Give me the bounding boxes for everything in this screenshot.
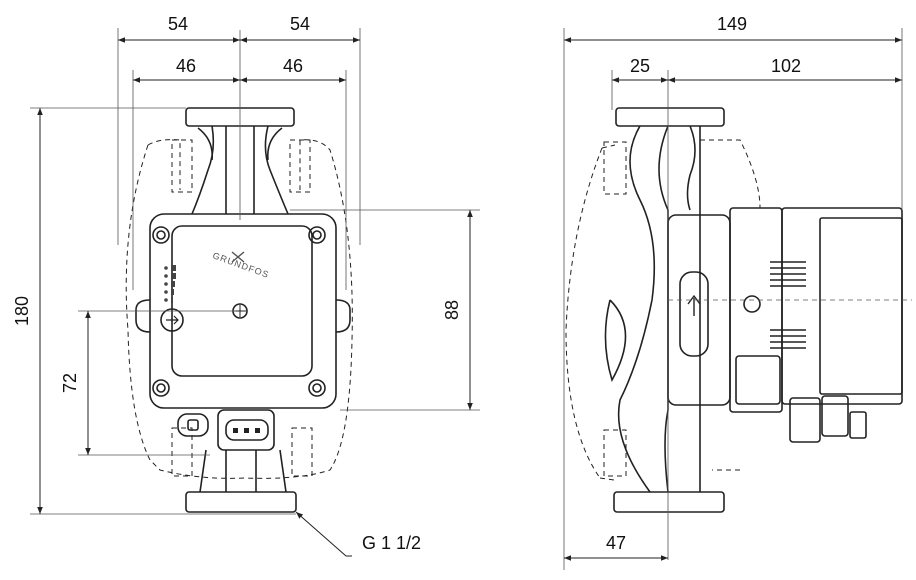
front-control-panel	[171, 225, 313, 377]
front-power-connector	[217, 409, 275, 451]
front-ghost-tab-left	[171, 139, 193, 193]
front-bottom-flange	[185, 491, 297, 513]
front-ghost-outline	[125, 139, 353, 479]
dim-label-180: 180	[12, 296, 32, 326]
dim-label-47: 47	[606, 533, 626, 553]
side-inlet-curve	[604, 299, 627, 383]
front-small-connector	[177, 413, 209, 437]
front-led-column	[164, 265, 176, 303]
side-top-flange	[615, 107, 725, 127]
dim-label-46-left: 46	[176, 56, 196, 76]
thread-leader	[295, 511, 352, 557]
dim-label-149: 149	[717, 14, 747, 34]
side-cooling-fins	[770, 261, 806, 349]
dim-label-88: 88	[442, 300, 462, 320]
dim-label-46-right: 46	[283, 56, 303, 76]
front-bolt-bottom-left	[152, 379, 170, 397]
side-view: 149 25 102 47	[563, 14, 912, 570]
dim-label-102: 102	[771, 56, 801, 76]
front-bolt-top-left	[152, 226, 170, 244]
front-bolt-bottom-right	[308, 379, 326, 397]
side-ghost-tab-bottom	[603, 429, 627, 477]
side-knob	[743, 295, 761, 313]
front-bottom-neck	[199, 449, 287, 493]
side-ghost-outline	[565, 139, 761, 481]
side-motor-rear	[781, 207, 903, 405]
dim-label-54-left: 54	[168, 14, 188, 34]
thread-label: G 1 1/2	[362, 533, 421, 553]
front-ghost-tab-left-bottom	[171, 427, 193, 477]
side-flow-arrow	[679, 271, 709, 357]
side-ghost-tab-top	[603, 141, 627, 195]
side-bottom-flange	[613, 491, 725, 513]
front-top-neck	[191, 125, 289, 215]
side-motor-end	[819, 217, 903, 395]
dim-label-72: 72	[60, 373, 80, 393]
dim-label-25: 25	[630, 56, 650, 76]
side-motor-front	[667, 214, 731, 406]
side-pump-body	[617, 125, 701, 493]
front-ghost-tab-right-bottom	[291, 427, 313, 477]
side-connector-cluster	[735, 355, 867, 443]
front-left-bulge	[135, 299, 151, 333]
front-top-neck-inner	[197, 127, 283, 161]
front-view: GRUNDFOS	[12, 14, 480, 557]
brand-logo: GRUNDFOS	[211, 250, 270, 280]
front-ghost-tab-right	[289, 139, 311, 193]
front-bolt-top-right	[308, 226, 326, 244]
front-control-button	[160, 308, 184, 332]
front-right-bulge	[335, 299, 351, 333]
dim-label-54-right: 54	[290, 14, 310, 34]
